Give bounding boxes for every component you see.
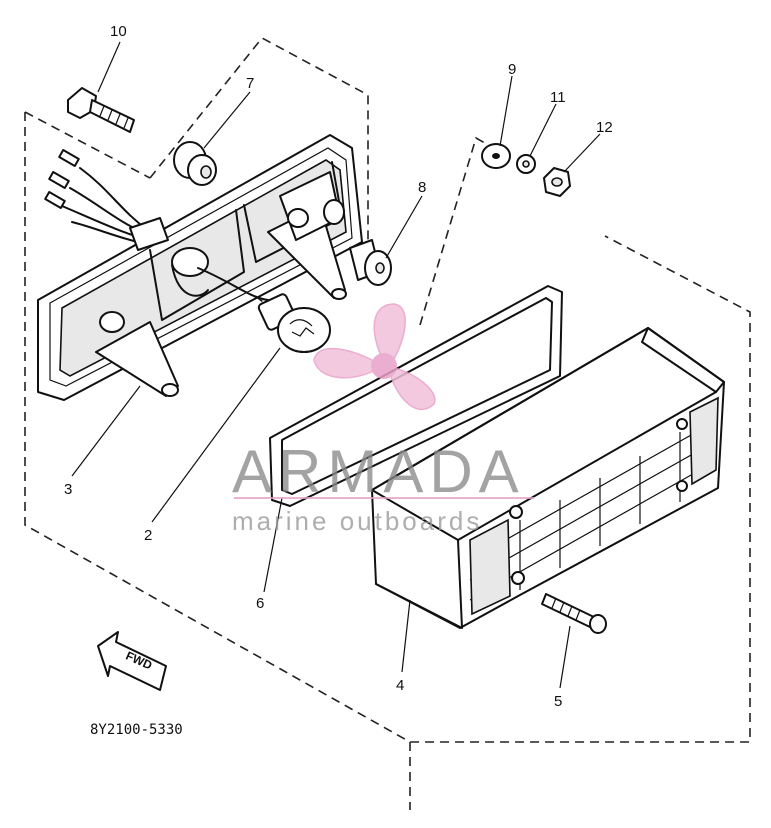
bolt-part-10: [67, 87, 135, 133]
gasket-part-6: [269, 285, 563, 507]
bulb-part-2: [257, 293, 331, 353]
watermark-brand: ARMADA: [232, 438, 525, 505]
callout-numbers: 10 7 9 11 12 8 3 2 6 4 5: [64, 23, 613, 710]
callout-6: 6: [256, 595, 264, 612]
callout-7: 7: [246, 75, 254, 92]
lens-part-4: [371, 327, 725, 629]
brand-watermark: ARMADA marine outboards: [232, 303, 534, 536]
callout-11: 11: [550, 89, 566, 106]
callout-leader-lines: [71, 41, 601, 689]
screw-part-5: [541, 593, 607, 634]
callout-5: 5: [554, 693, 562, 710]
collar-part-8: [349, 239, 392, 286]
lock-washer-part-11: [516, 154, 536, 174]
callout-10: 10: [110, 23, 127, 40]
nut-part-12: [543, 167, 571, 197]
callout-2: 2: [144, 527, 152, 544]
forward-arrow: FWD: [97, 631, 167, 691]
callout-8: 8: [418, 179, 426, 196]
watermark-tagline: marine outboards: [232, 506, 482, 536]
callout-3: 3: [64, 481, 72, 498]
part-code-label: 8Y2100-5330: [90, 722, 183, 738]
propeller-icon: [313, 303, 436, 411]
washer-part-9: [481, 143, 511, 169]
grommet-part-7: [173, 141, 217, 186]
callout-9: 9: [508, 61, 516, 78]
callout-4: 4: [396, 677, 404, 694]
callout-12: 12: [596, 119, 613, 136]
lamp-base-housing: [37, 134, 363, 401]
wire-harness: [44, 149, 169, 251]
